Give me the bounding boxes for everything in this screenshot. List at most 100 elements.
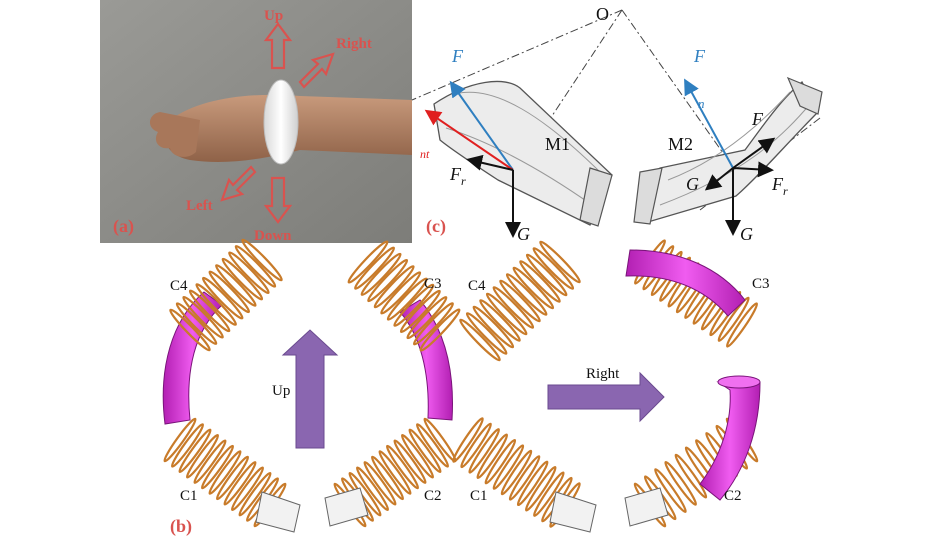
coil-turn — [408, 428, 442, 474]
right-c4-label: C4 — [468, 278, 486, 294]
coil-turn — [412, 302, 454, 346]
coil-turn — [175, 302, 218, 345]
m2-fr-sub: r — [783, 184, 788, 198]
m2-g2-label: G — [686, 174, 699, 194]
coil-turn — [524, 465, 557, 512]
coil-turn — [472, 305, 515, 349]
m2-g-label: G — [740, 224, 753, 244]
left-c3-label: C3 — [424, 276, 442, 292]
coil-turn — [170, 423, 205, 468]
m2-f-label: F — [693, 46, 706, 66]
coil-turn — [215, 455, 250, 501]
coil-turn — [355, 466, 390, 512]
m1-g-label: G — [517, 224, 530, 244]
panel-a-label: (a) — [113, 216, 134, 237]
coil-turn — [500, 449, 533, 496]
coil-turn — [459, 318, 501, 362]
coil-turn — [485, 292, 528, 336]
coil-turn — [492, 286, 535, 329]
coil-turn — [674, 453, 708, 499]
coil-turn — [223, 461, 257, 506]
coil-turn — [512, 266, 555, 310]
coil-turn — [228, 251, 270, 295]
left-c1-label: C1 — [180, 488, 198, 504]
coil-turn — [499, 279, 541, 323]
coil-turn — [406, 296, 448, 340]
down-label: Down — [254, 228, 292, 244]
up-arrow-label: Up — [272, 383, 290, 399]
up-label: Up — [264, 8, 283, 24]
coil-turn — [508, 455, 541, 501]
panel-b: Up Right C4 C3 C1 C2 C4 C3 C1 C2 (b) — [162, 238, 770, 537]
right-c2-cap — [624, 487, 669, 527]
left-c4-label: C4 — [170, 278, 188, 294]
coil-turn — [208, 270, 251, 314]
coil-turn — [423, 417, 457, 463]
up-arrow-icon — [263, 22, 293, 70]
left-arrow-icon — [220, 165, 257, 202]
m1-tube — [433, 80, 613, 227]
coil-turn — [393, 283, 435, 327]
coils-group — [163, 238, 759, 528]
coil-turn — [208, 450, 242, 495]
coil-turn — [519, 260, 561, 303]
m2-f2-label: F — [751, 109, 764, 129]
right-magnet-top — [717, 375, 761, 389]
coil-turn — [399, 289, 441, 334]
coil-turn — [664, 460, 697, 506]
right-c3-label: C3 — [752, 276, 770, 292]
m2-label: M2 — [668, 134, 693, 154]
coil-turn — [378, 450, 412, 495]
right-c4-windings — [459, 240, 581, 362]
coil-turn — [221, 257, 264, 301]
left-c2-label: C2 — [424, 488, 442, 504]
m2-n-label: n — [698, 96, 705, 111]
coil-turn — [363, 461, 397, 506]
right-arrow-purple-icon — [547, 371, 665, 423]
o-line-left — [411, 9, 623, 101]
right-c2-label: C2 — [724, 488, 742, 504]
coil-turn — [452, 417, 484, 463]
m2-fr-label: Fr — [771, 174, 788, 198]
up-arrow-purple-icon — [281, 329, 339, 449]
coil-turn — [525, 253, 568, 297]
coil-turn — [484, 438, 517, 485]
coil-turn — [182, 295, 224, 339]
coil-turn — [532, 247, 575, 290]
left-c3-windings — [347, 240, 461, 352]
coil-turn — [163, 417, 197, 463]
coil-turn — [200, 444, 235, 490]
coil-turn — [178, 428, 212, 474]
coil-turn — [241, 238, 283, 282]
m1-friction — [466, 154, 514, 171]
m1-fr-text: F — [449, 164, 462, 184]
m2-friction — [732, 161, 774, 178]
coil-turn — [370, 455, 405, 501]
left-c4-windings — [169, 238, 283, 352]
coil-turn — [347, 240, 389, 284]
coil-turn — [460, 422, 492, 469]
m2-force-f2 — [732, 137, 776, 169]
coil-turn — [193, 439, 227, 484]
right-c1-label: C1 — [470, 488, 488, 504]
coil-turn — [505, 273, 548, 316]
m1-fr-sub: r — [461, 174, 466, 188]
coil-turn — [234, 245, 277, 288]
m1-label: M1 — [545, 134, 570, 154]
coil-turn — [360, 252, 402, 296]
coil-turn — [479, 299, 521, 342]
coil-turn — [725, 302, 759, 348]
coil-turn — [185, 433, 220, 479]
coil-turn — [516, 460, 549, 507]
coil-turn — [215, 264, 257, 307]
coil-turn — [373, 265, 415, 309]
m2-force-f — [684, 78, 734, 169]
m1-nt-label: nt — [420, 147, 430, 161]
left-c2-windings — [333, 417, 457, 528]
m2-tube — [633, 76, 823, 225]
coil-turn — [230, 466, 265, 512]
right-magnet-c2 — [699, 381, 761, 501]
m2-gravity2 — [704, 167, 734, 191]
coil-turn — [354, 246, 396, 290]
